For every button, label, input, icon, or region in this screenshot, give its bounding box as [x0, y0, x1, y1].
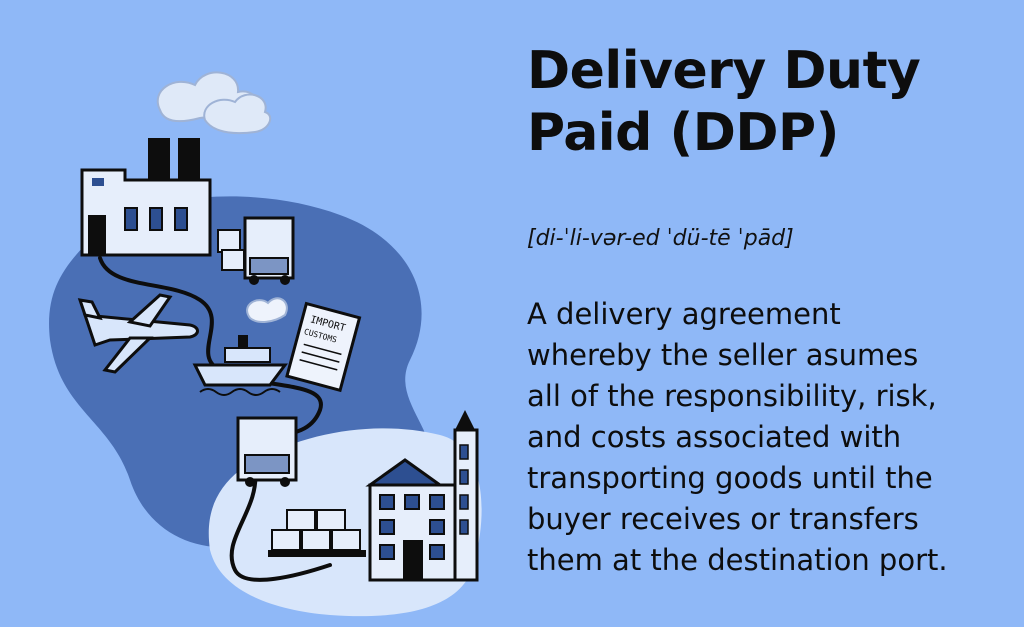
customs-document-icon: IMPORT CUSTOMS	[285, 301, 362, 393]
factory-icon	[80, 71, 272, 257]
cargo-pallet-icon	[268, 509, 366, 557]
ship-icon	[192, 297, 288, 396]
route-line	[98, 256, 332, 582]
page-title: Delivery Duty Paid (DDP)	[527, 41, 921, 163]
ddp-illustration: IMPORT CUSTOMS	[49, 71, 482, 617]
airplane-icon	[77, 293, 199, 374]
truck-icon-bottom	[236, 416, 298, 487]
definition-text: A delivery agreement whereby the seller …	[527, 297, 948, 577]
destination-building-icon	[365, 410, 479, 582]
truck-icon-top	[217, 216, 295, 285]
pronunciation: [di-ˈli-vər-ed ˈdü-tē ˈpād]	[527, 226, 794, 251]
